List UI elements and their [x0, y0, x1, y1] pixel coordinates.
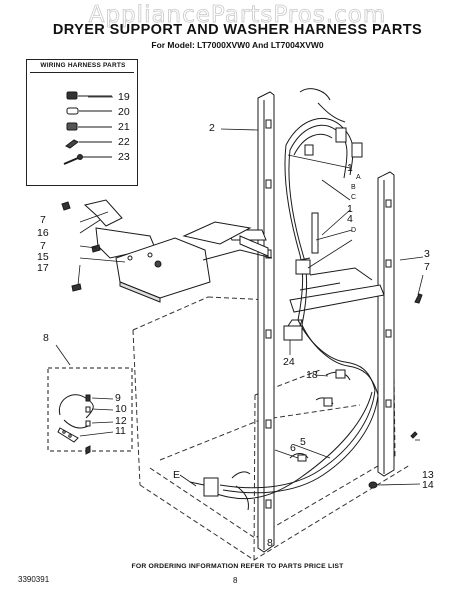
callout-8: 8	[43, 332, 49, 344]
wiring-harness-parts-legend: WIRING HARNESS PARTS	[26, 59, 138, 186]
callout-5: 5	[300, 436, 306, 448]
callout-14: 14	[422, 479, 434, 491]
callout-10: 10	[115, 403, 127, 415]
callout-7-top: 7	[40, 214, 46, 226]
part-21-icon	[67, 123, 112, 130]
callout-12: 12	[115, 415, 127, 427]
detail-box-8	[48, 368, 132, 454]
legend-part-icons	[64, 92, 112, 164]
legend-item-19: 19	[118, 91, 130, 103]
callout-11: 11	[115, 425, 126, 437]
part-23-icon	[64, 155, 112, 165]
callout-1-a: A	[356, 174, 361, 181]
callout-1-b: B	[351, 184, 356, 191]
part-22-icon	[66, 140, 112, 148]
callout-18: 18	[306, 369, 318, 381]
part-20-icon	[67, 108, 112, 114]
callout-7-right: 7	[424, 261, 430, 273]
callout-9: 9	[115, 392, 121, 404]
legend-item-20: 20	[118, 106, 130, 118]
legend-divider	[30, 72, 134, 73]
callout-4: 4	[347, 213, 353, 225]
callout-8-bottom: 8	[267, 537, 273, 549]
callout-17: 17	[37, 262, 49, 274]
callout-13: 13	[422, 469, 434, 481]
watermark-text: AppliancePartsPros.com	[88, 2, 387, 29]
legend-item-22: 22	[118, 136, 130, 148]
callout-3: 3	[424, 248, 430, 260]
screws	[62, 202, 422, 488]
dryer-support-bracket	[85, 200, 272, 302]
callout-1-d: D	[351, 227, 357, 234]
part-19-icon	[67, 92, 112, 99]
callout-7-mid: 7	[40, 240, 46, 252]
wiring-harness	[190, 89, 378, 510]
page-number: 8	[233, 576, 238, 585]
callout-1-e: E	[173, 469, 181, 481]
legend-title: WIRING HARNESS PARTS	[40, 62, 126, 69]
legend-item-21: 21	[118, 121, 130, 133]
callout-24: 24	[283, 356, 295, 368]
left-support-rail	[258, 92, 274, 552]
callout-1-lower: 1	[347, 203, 353, 215]
callout-15: 15	[37, 251, 49, 263]
document-code: 3390391	[18, 575, 50, 584]
legend-item-23: 23	[118, 151, 130, 163]
right-support-rail	[378, 172, 394, 476]
model-subtitle: For Model: LT7000XVW0 And LT7004XVW0	[151, 40, 324, 50]
leader-lines	[56, 97, 423, 486]
page-title: DRYER SUPPORT AND WASHER HARNESS PARTS	[52, 22, 423, 38]
callout-1: 1	[347, 162, 353, 174]
callout-2: 2	[209, 122, 215, 134]
callout-6: 6	[290, 442, 296, 454]
ordering-note: FOR ORDERING INFORMATION REFER TO PARTS …	[131, 563, 344, 570]
callout-1-c: C	[351, 194, 357, 201]
callout-16: 16	[37, 227, 49, 239]
